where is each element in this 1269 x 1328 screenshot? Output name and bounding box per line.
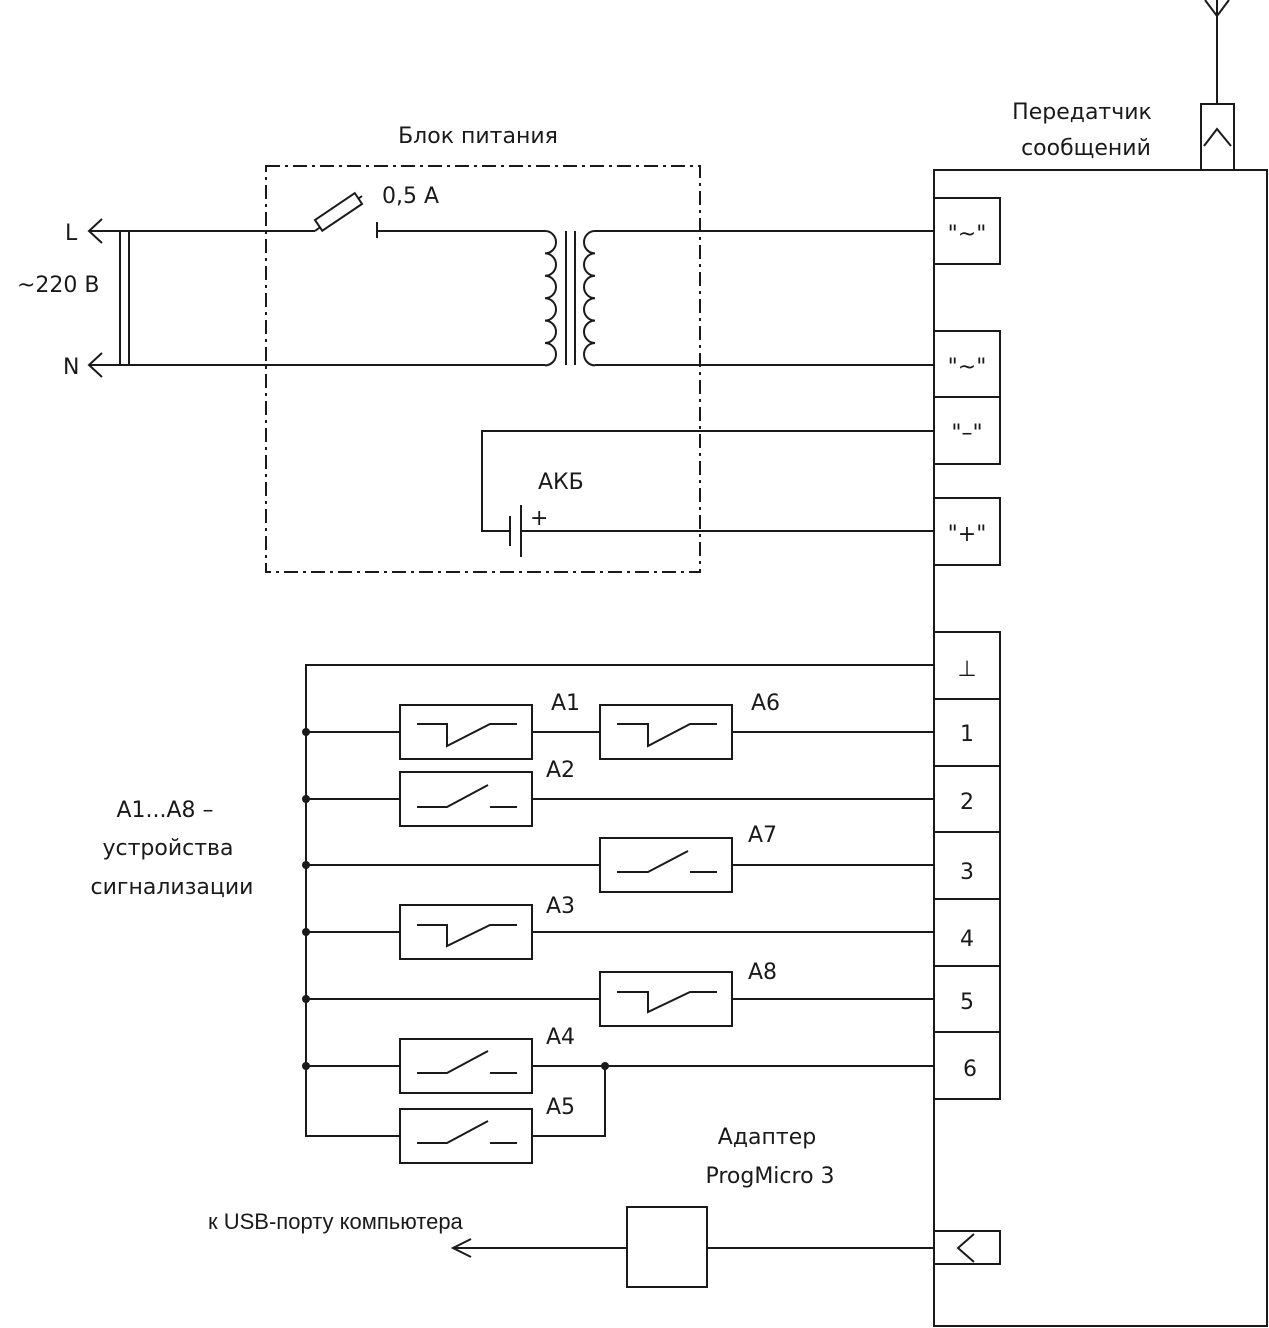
device-a5-label: А5 [546,1095,575,1120]
terminal-minus-label: "–" [951,421,982,446]
adapter [450,1206,934,1288]
device-a6 [599,704,733,760]
terminal-in2-label: 2 [960,790,974,815]
terminal-plus[interactable] [933,497,1001,566]
mains-voltage-label: ~220 В [17,273,100,298]
neutral-label: N [63,355,79,380]
terminal-minus[interactable] [933,396,1001,465]
device-a7 [599,837,733,893]
devices-legend-2: устройства [102,836,233,861]
terminal-in4-label: 4 [960,927,974,952]
terminal-ac1-label: "~" [948,222,987,247]
power-unit-label: Блок питания [398,124,558,149]
device-a8 [599,971,733,1027]
power-unit-boundary [265,165,701,573]
usb-arrow-icon [450,1238,472,1258]
device-a4 [399,1038,533,1094]
terminal-in5-label: 5 [960,990,974,1015]
junction-dots [302,728,609,1070]
battery-label: АКБ [538,470,584,495]
devices-legend: А1...А8 – [116,798,213,823]
battery-icon [481,430,934,557]
terminal-plus-label: "+" [948,522,987,547]
device-a3-label: А3 [546,894,575,919]
usb-label: к USB-порту компьютера [208,1209,464,1234]
device-a8-label: А8 [748,960,777,985]
device-a3 [399,904,533,960]
phase-label: L [65,221,78,246]
transmitter-label: Передатчик [1012,100,1152,125]
device-a1 [399,704,533,760]
transmitter-label-2: сообщений [1021,136,1151,161]
terminal-ground[interactable] [933,631,1001,700]
device-a5 [399,1108,533,1164]
device-a7-label: А7 [748,823,777,848]
device-a2 [399,771,533,827]
program-connector-icon[interactable] [933,1230,1001,1265]
device-a6-label: А6 [751,691,780,716]
terminal-in1[interactable] [933,698,1001,767]
terminal-in4[interactable] [933,898,1001,967]
terminal-in3[interactable] [933,831,1001,900]
devices-legend-3: сигнализации [91,875,254,900]
transformer-icon [544,230,934,367]
terminal-ac2[interactable] [933,330,1001,398]
terminal-ac2-label: "~" [948,355,987,380]
device-a4-label: А4 [546,1025,575,1050]
device-a1-label: А1 [551,691,580,716]
terminal-in1-label: 1 [960,722,974,747]
terminal-ac1[interactable] [933,197,1001,265]
battery-plus-label: + [530,506,548,531]
mains-input [87,218,545,378]
antenna-icon [1200,0,1235,171]
device-a2-label: А2 [546,758,575,783]
terminal-in3-label: 3 [960,860,974,885]
terminal-in5[interactable] [933,965,1001,1033]
loop-wiring [305,664,934,1137]
adapter-label: Адаптер [718,1125,816,1150]
fuse-rating-label: 0,5 А [382,184,439,209]
terminal-ground-label: ⊥ [957,657,976,682]
adapter-label-2: ProgMicro 3 [705,1164,834,1189]
terminal-in6-label: 6 [963,1057,977,1082]
fuse-icon [313,191,545,238]
